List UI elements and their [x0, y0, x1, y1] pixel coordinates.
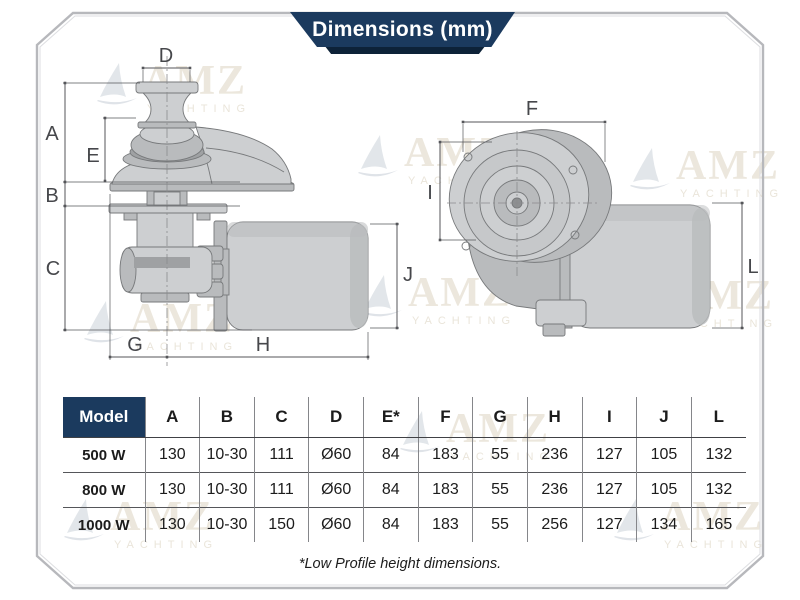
table-header-model: Model — [63, 397, 145, 438]
value-cell: 130 — [144, 507, 200, 542]
table-header-col-G: G — [472, 397, 528, 438]
value-cell: 111 — [253, 472, 309, 508]
dimension-J: J — [370, 222, 413, 330]
value-cell: Ø60 — [308, 507, 364, 542]
dim-label-I: I — [427, 182, 433, 204]
value-cell: 55 — [472, 472, 528, 508]
dimension-F: F — [461, 98, 607, 162]
value-cell: 111 — [253, 437, 309, 473]
value-cell: 127 — [581, 472, 637, 508]
dim-label-G: G — [127, 334, 143, 356]
table-row-800w: 800 W 130 10-30 111 Ø60 84 183 55 236 12… — [63, 472, 746, 508]
table-header-col-C: C — [253, 397, 309, 438]
value-cell: 236 — [526, 472, 582, 508]
table-row-500w: 500 W 130 10-30 111 Ø60 84 183 55 236 12… — [63, 437, 746, 473]
dim-label-E: E — [86, 145, 99, 167]
table-header-col-D: D — [308, 397, 364, 438]
table-row-1000w: 1000 W 130 10-30 150 Ø60 84 183 55 256 1… — [63, 507, 746, 542]
value-cell: 84 — [363, 437, 419, 473]
dimension-C: C — [46, 206, 252, 332]
model-cell: 500 W — [82, 446, 126, 464]
value-cell: 165 — [690, 507, 746, 542]
value-cell: 10-30 — [199, 507, 255, 542]
model-cell: 800 W — [63, 472, 145, 508]
dimension-L: L — [712, 201, 759, 330]
side-view-drawing — [447, 129, 711, 337]
dim-label-B: B — [45, 185, 58, 207]
dimensions-table: Model A B C D E* F G H I J L 500 W 130 1… — [63, 397, 746, 542]
dim-label-C: C — [46, 258, 60, 280]
dim-label-H: H — [256, 334, 270, 356]
table-header-col-E: E* — [363, 397, 419, 438]
dimension-I: I — [427, 140, 492, 242]
dimension-D: D — [141, 45, 192, 82]
table-header-col-I: I — [581, 397, 637, 438]
dimension-lines-side: F I L — [427, 98, 759, 330]
front-view-drawing — [108, 56, 369, 366]
value-cell: 183 — [417, 472, 473, 508]
value-cell: 183 — [417, 437, 473, 473]
value-cell: 132 — [690, 472, 746, 508]
value-cell: 10-30 — [199, 472, 255, 508]
value-cell: Ø60 — [308, 437, 364, 473]
value-cell: 84 — [363, 472, 419, 508]
value-cell: 134 — [636, 507, 692, 542]
table-header-col-L: L — [690, 397, 746, 438]
value-cell: 55 — [472, 437, 528, 473]
value-cell: 236 — [526, 437, 582, 473]
dim-label-F: F — [526, 98, 538, 120]
dim-label-D: D — [159, 45, 173, 67]
value-cell: 130 — [144, 437, 200, 473]
value-cell: 150 — [253, 507, 309, 542]
dim-label-J: J — [403, 264, 413, 286]
dimension-G: G — [108, 194, 169, 360]
footnote: *Low Profile height dimensions. — [298, 556, 502, 572]
value-cell: 10-30 — [199, 437, 255, 473]
table-header-col-A: A — [144, 397, 200, 438]
dimension-H: H — [167, 332, 370, 360]
value-cell: 127 — [581, 507, 637, 542]
model-cell: 1000 W — [63, 507, 145, 542]
value-cell: Ø60 — [308, 472, 364, 508]
value-cell: 127 — [581, 437, 637, 473]
table-header-col-J: J — [636, 397, 692, 438]
dimension-lines-front: D A E B C — [45, 45, 413, 360]
table-header-col-F: F — [417, 397, 473, 438]
banner-shadow — [324, 45, 486, 54]
dimension-E: E — [86, 116, 136, 183]
value-cell: 183 — [417, 507, 473, 542]
dim-label-L: L — [747, 256, 758, 278]
value-cell: 84 — [363, 507, 419, 542]
value-cell: 130 — [144, 472, 200, 508]
value-cell: 105 — [636, 437, 692, 473]
value-cell: 256 — [526, 507, 582, 542]
table-header-row: Model A B C D E* F G H I J L — [63, 397, 746, 438]
value-cell: 105 — [636, 472, 692, 508]
title-banner: Dimensions (mm) — [290, 12, 515, 47]
value-cell: 132 — [690, 437, 746, 473]
table-header-col-B: B — [199, 397, 255, 438]
table-header-col-H: H — [526, 397, 582, 438]
dim-label-A: A — [45, 123, 59, 145]
page-title: Dimensions (mm) — [312, 17, 493, 41]
value-cell: 55 — [472, 507, 528, 542]
